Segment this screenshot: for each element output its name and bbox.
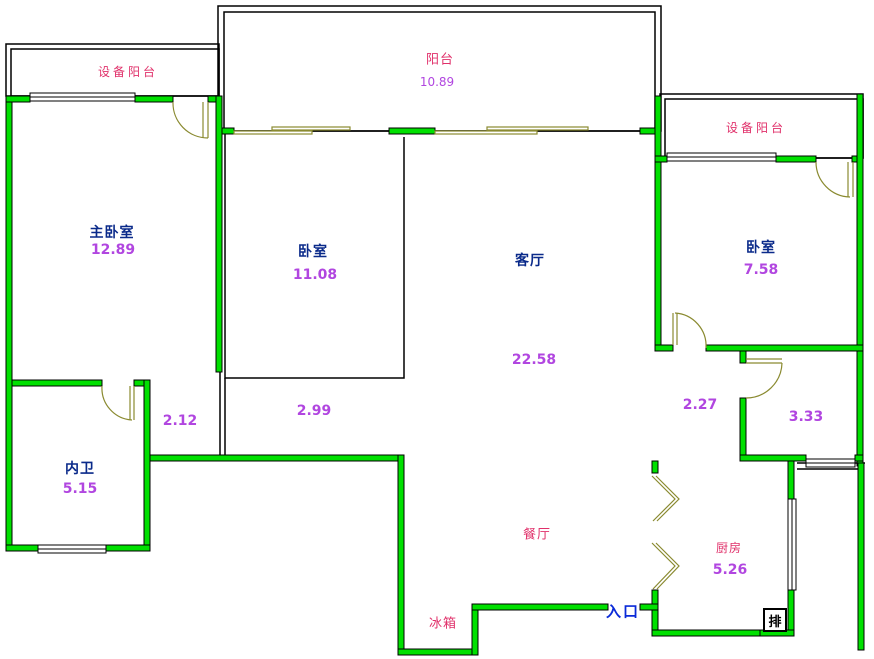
walls [5, 93, 865, 656]
entrance-label: 入口 [605, 602, 641, 621]
living-room-area: 22.58 [511, 352, 557, 368]
bedroom-right-area: 7.58 [743, 262, 779, 278]
ensuite-bath-name: 内卫 [65, 461, 95, 477]
kitchen-area: 5.26 [712, 562, 748, 578]
exhaust-label: 排 [768, 614, 782, 630]
living-room-name: 客厅 [515, 253, 545, 269]
hall-middle-area: 2.99 [296, 403, 332, 419]
ensuite-bath-area: 5.15 [62, 481, 98, 497]
master-bedroom-name: 主卧室 [89, 225, 135, 241]
bedroom-middle-name: 卧室 [298, 244, 328, 260]
kitchen-name: 厨房 [715, 541, 743, 555]
swing-doors [101, 101, 854, 590]
main-balcony-area: 10.89 [419, 75, 455, 89]
passage-right-area: 2.27 [682, 397, 718, 413]
master-bedroom-area: 12.89 [90, 242, 136, 258]
dining-name: 餐厅 [522, 527, 552, 543]
bathroom-right-area: 3.33 [788, 409, 824, 425]
fridge-label: 冰箱 [428, 616, 458, 632]
equipment-balcony-left-label: 设备阳台 [97, 65, 159, 79]
main-balcony-name: 阳台 [425, 52, 455, 68]
equipment-balcony-right-label: 设备阳台 [725, 121, 787, 135]
exhaust-shaft: 排 [763, 608, 787, 632]
windows [29, 92, 856, 591]
bedroom-right-name: 卧室 [746, 240, 776, 256]
sliding-doors [233, 126, 589, 135]
bedroom-middle-area: 11.08 [292, 267, 338, 283]
corridor-left-area: 2.12 [162, 413, 198, 429]
